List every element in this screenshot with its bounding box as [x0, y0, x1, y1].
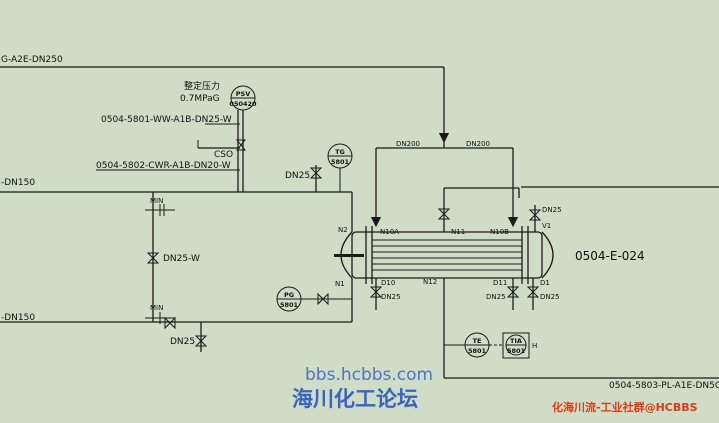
te-instrument: TE 5801	[444, 332, 503, 358]
tg-tag-bottom: 5801	[331, 158, 350, 166]
vent-n11	[437, 187, 520, 232]
outlet-line: 0504-5803-PL-A1E-DN50	[443, 278, 719, 391]
min-bottom-label: MIN	[150, 304, 163, 312]
tia-alarm-suffix: H	[532, 342, 537, 350]
header-dn200: DN200 DN200	[370, 138, 519, 228]
d10-valve-label: DN25	[381, 293, 401, 301]
bypass-valve-label: DN25-W	[163, 254, 200, 264]
d10-valve[interactable]	[369, 286, 383, 298]
line-left-mid-label: -DN150	[1, 178, 35, 188]
pg-instrument: PG 5801	[276, 286, 352, 312]
nozzle-d10: D10	[381, 279, 395, 287]
low-drain-label: DN25	[170, 337, 195, 347]
bypass-valve[interactable]	[146, 252, 160, 264]
te-tag-bottom: 5801	[468, 347, 487, 355]
line-left-mid: -DN150	[0, 178, 353, 232]
watermark-url: bbs.hcbbs.com	[305, 365, 433, 385]
tg-valve-label: DN25	[285, 171, 310, 181]
d11-drain: D11 DN25	[486, 278, 520, 310]
nozzle-n10b: N10B	[490, 228, 509, 236]
low-drain-valve[interactable]	[194, 335, 208, 347]
tg-valve[interactable]	[309, 167, 323, 179]
nozzle-n11: N11	[451, 228, 465, 236]
min-top-label: MIN	[150, 197, 163, 205]
nozzle-d1: D1	[540, 279, 550, 287]
line-left-low-label: -DN150	[1, 313, 35, 323]
d1-valve[interactable]	[526, 286, 540, 298]
v1-valve-label: DN25	[542, 206, 562, 214]
psv-cso-label: CSO	[214, 150, 233, 160]
nozzle-n1: N1	[335, 280, 345, 288]
tia-tag-bottom: 5801	[507, 347, 526, 355]
tia-box[interactable]	[502, 332, 530, 359]
tg-tag-top: TG	[335, 148, 345, 156]
pg-valve[interactable]	[317, 292, 329, 306]
pg-tag-bottom: 5801	[280, 301, 299, 309]
line-dn250: G-A2E-DN250	[0, 55, 450, 144]
v1-valve[interactable]	[528, 209, 542, 221]
d10-drain: D10 DN25	[369, 278, 401, 310]
low-drain: DN25	[170, 322, 208, 352]
tg-instrument: TG 5801 DN25	[285, 143, 353, 192]
header-left-label: DN200	[396, 140, 420, 148]
min-bottom: MIN	[145, 304, 176, 330]
psv-tag-top: PSV	[236, 90, 250, 98]
watermark-group: 化海川流-工业社群@HCBBS	[552, 400, 698, 414]
tia-tag-top: TIA	[510, 337, 522, 345]
psv-setpoint-label: 整定压力	[184, 80, 220, 92]
psv-assembly: 整定压力 0.7MPaG PSV 050420 0504-5801-WW-A1B…	[96, 80, 257, 192]
nozzle-d11: D11	[493, 279, 507, 287]
line-dn250-label: G-A2E-DN250	[1, 55, 63, 65]
cso-valve[interactable]	[235, 139, 247, 151]
pg-tag-top: PG	[284, 291, 294, 299]
heat-exchanger[interactable]: 0504-E-024	[334, 226, 645, 284]
tia-instrument: TIA 5801 H	[502, 332, 537, 359]
cwr-label: 0504-5802-CWR-A1B-DN20-W	[96, 161, 231, 171]
nozzle-n12: N12	[423, 278, 437, 286]
d1-drain: D1 DN25	[526, 278, 560, 310]
psv-setpoint-value: 0.7MPaG	[180, 94, 220, 104]
equipment-tag: 0504-E-024	[575, 249, 645, 263]
v1-vent: DN25 V1	[528, 205, 562, 232]
min-bottom-valve[interactable]	[164, 316, 176, 330]
psv-inlet-label: 0504-5801-WW-A1B-DN25-W	[101, 115, 232, 125]
d1-valve-label: DN25	[540, 293, 560, 301]
line-left-low: -DN150	[0, 278, 353, 323]
d11-valve[interactable]	[506, 286, 520, 298]
nozzle-v1: V1	[542, 222, 551, 230]
watermark-forum: 海川化工论坛	[292, 387, 418, 411]
bypass-line: DN25-W	[146, 192, 200, 322]
te-tag-top: TE	[473, 337, 482, 345]
nozzle-n10a: N10A	[380, 228, 399, 236]
d11-valve-label: DN25	[486, 293, 506, 301]
outlet-label: 0504-5803-PL-A1E-DN50	[609, 381, 719, 391]
nozzle-n2: N2	[338, 226, 348, 234]
psv-tag-bottom: 050420	[229, 100, 257, 108]
header-right-label: DN200	[466, 140, 490, 148]
n11-valve[interactable]	[437, 208, 451, 220]
min-top: MIN	[145, 197, 175, 216]
